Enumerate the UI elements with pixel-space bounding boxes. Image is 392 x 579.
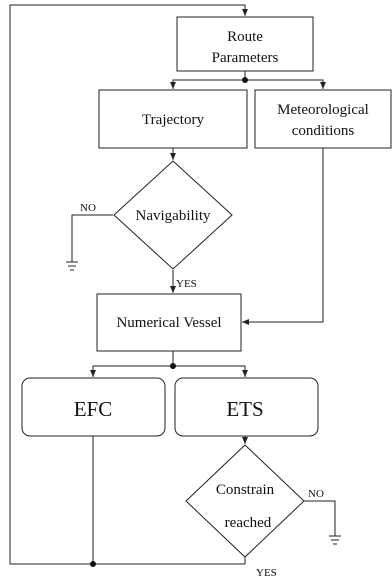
split-to-meteorological-edge — [245, 79, 326, 89]
navigability-decision: Navigability — [113, 160, 233, 270]
meteorological-line1: Meteorological — [277, 102, 369, 118]
trajectory-node: Trajectory — [98, 89, 248, 149]
vessel-split-junction — [170, 363, 176, 369]
trajectory-label: Trajectory — [142, 112, 204, 128]
navigability-label: Navigability — [136, 208, 211, 224]
efc-label: EFC — [74, 397, 113, 421]
constrain-no-label: NO — [308, 488, 324, 500]
constrain-yes-label: YES — [256, 567, 277, 579]
constrain-reached-decision: Constrain reached — [185, 444, 305, 558]
route-parameters-line2: Parameters — [212, 50, 279, 66]
constrain-line1: Constrain — [216, 482, 275, 498]
split-to-ets-edge — [173, 365, 248, 377]
constrain-no-edge — [304, 500, 336, 536]
ets-node: ETS — [174, 377, 319, 437]
efc-node: EFC — [21, 377, 166, 437]
route-split-junction — [242, 77, 248, 83]
split-to-efc-edge — [90, 365, 173, 377]
constrain-line2: reached — [225, 515, 272, 531]
ets-label: ETS — [226, 397, 263, 421]
numerical-vessel-node: Numerical Vessel — [96, 293, 242, 352]
route-parameters-node: Route Parameters — [176, 16, 314, 72]
meteorological-conditions-node: Meteorological conditions — [254, 89, 392, 149]
bottom-junction — [90, 561, 96, 567]
navigability-no-label: NO — [80, 202, 96, 214]
constrain-no-ground-icon — [329, 535, 341, 545]
meteorological-to-vessel-edge — [242, 148, 324, 325]
meteorological-line2: conditions — [292, 123, 355, 139]
split-to-trajectory-edge — [170, 79, 245, 89]
route-parameters-line1: Route — [227, 29, 263, 45]
navigability-no-ground-icon — [66, 261, 78, 271]
navigability-yes-label: YES — [176, 278, 197, 290]
numerical-vessel-label: Numerical Vessel — [116, 315, 221, 331]
navigability-no-edge — [71, 214, 113, 262]
feedback-loop-edge — [9, 4, 248, 565]
